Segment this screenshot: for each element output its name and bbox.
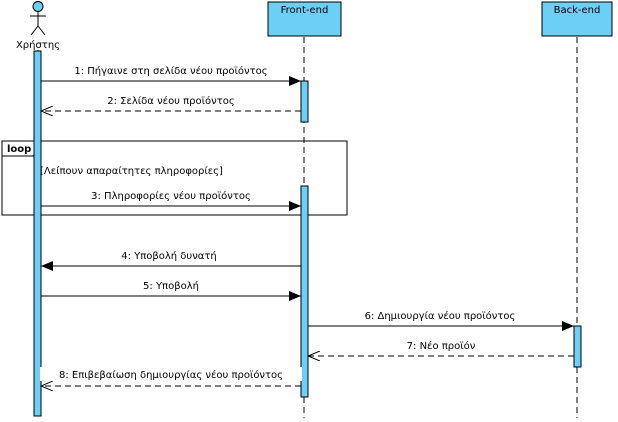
- loop-tag-label: loop: [7, 144, 31, 155]
- activation-frontend-1: [300, 80, 309, 123]
- loop-guard-label: [Λείπουν απαραίτητες πληροφορίες]: [40, 165, 223, 177]
- activation-frontend-2: [300, 185, 309, 398]
- message-7-label: 7: Νέο προϊόν: [407, 340, 476, 352]
- actor-icon: [30, 1, 46, 36]
- participant-backend-label: Back-end: [554, 5, 601, 16]
- participant-frontend-label: Front-end: [281, 5, 329, 16]
- message-5-label: 5: Υποβολή: [143, 280, 199, 292]
- message-2-label: 2: Σελίδα νέου προϊόντος: [107, 95, 234, 107]
- participant-frontend-box: [267, 1, 342, 37]
- message-8-label-bg: [40, 367, 302, 381]
- activation-actor: [33, 50, 42, 417]
- message-1-label: 1: Πήγαινε στη σελίδα νέου προϊόντος: [74, 65, 267, 77]
- participant-backend-box: [541, 1, 613, 37]
- activation-backend: [573, 325, 582, 368]
- loop-frame: [1, 140, 348, 216]
- message-3-label: 3: Πληροφορίες νέου προϊόντος: [91, 190, 251, 202]
- message-6-label: 6: Δημιουργία νέου προϊόντος: [365, 310, 516, 322]
- message-8-label: 8: Επιβεβαίωση δημιουργίας νέου προϊόντο…: [59, 369, 283, 381]
- actor-label: Χρήστης: [16, 39, 60, 51]
- message-4-label: 4: Υποβολή δυνατή: [121, 250, 217, 262]
